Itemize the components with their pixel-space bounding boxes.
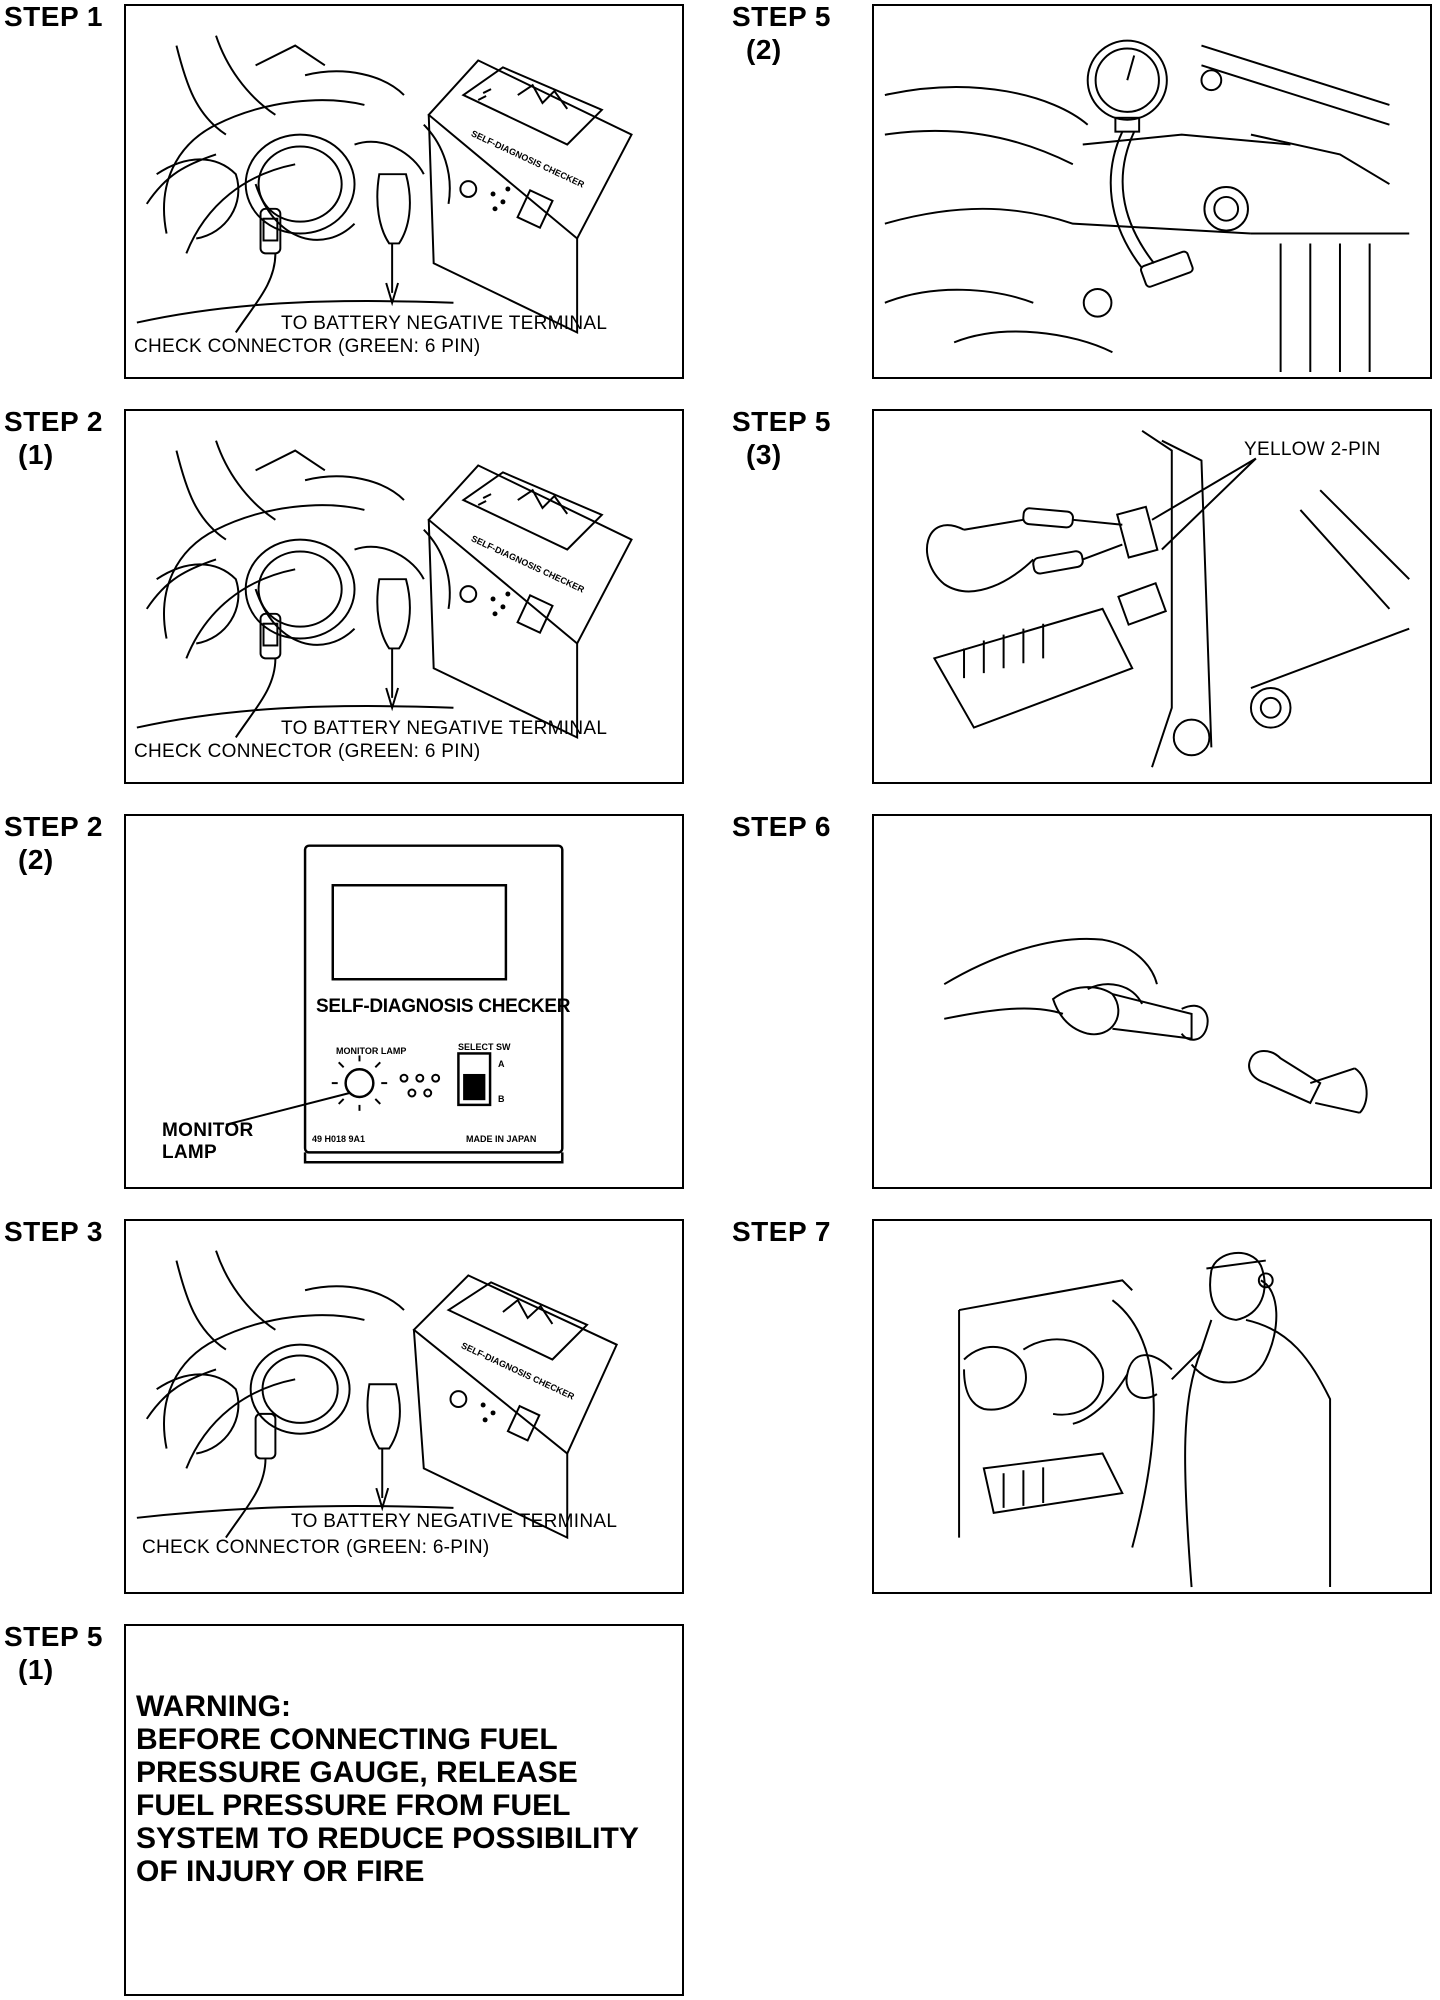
step-7-illustration bbox=[872, 1219, 1432, 1594]
warning-line: BEFORE CONNECTING FUEL bbox=[136, 1723, 558, 1756]
warning-line: FUEL PRESSURE FROM FUEL bbox=[136, 1789, 571, 1822]
made-in-label: MADE IN JAPAN bbox=[466, 1134, 537, 1144]
select-switch-label: SELECT SW bbox=[458, 1042, 511, 1052]
check-connector-callout: CHECK CONNECTOR (GREEN: 6-PIN) bbox=[142, 1537, 490, 1558]
step-2-2-illustration: SELF-DIAGNOSIS CHECKER MONITOR LAMP SELE… bbox=[124, 814, 684, 1189]
warning-line: SYSTEM TO REDUCE POSSIBILITY bbox=[136, 1822, 639, 1855]
step-5-3-illustration: YELLOW 2-PIN bbox=[872, 409, 1432, 784]
battery-terminal-callout: TO BATTERY NEGATIVE TERMINAL bbox=[291, 1511, 618, 1532]
battery-terminal-callout: TO BATTERY NEGATIVE TERMINAL bbox=[281, 313, 608, 334]
step-5-1-warning-panel: WARNING: BEFORE CONNECTING FUEL PRESSURE… bbox=[124, 1624, 684, 1996]
step-2-1-label: STEP 2(1) bbox=[4, 406, 103, 470]
step-6-label: STEP 6 bbox=[732, 811, 831, 842]
step-5-1-label: STEP 5(1) bbox=[4, 1621, 103, 1685]
hand-disconnecting-connector-drawing bbox=[943, 937, 1368, 1114]
step-2-2-label: STEP 2(2) bbox=[4, 811, 103, 875]
monitor-lamp-callout-1: MONITOR bbox=[162, 1120, 254, 1141]
step-1-illustration: SELF-DIAGNOSIS CHECKER TO BATTERY NEGATI… bbox=[124, 4, 684, 379]
yellow-pin-callout: YELLOW 2-PIN bbox=[1244, 439, 1381, 460]
checker-title: SELF-DIAGNOSIS CHECKER bbox=[316, 996, 571, 1017]
check-connector-callout: CHECK CONNECTOR (GREEN: 6 PIN) bbox=[134, 336, 481, 357]
step-1-label: STEP 1 bbox=[4, 1, 103, 32]
monitor-lamp-callout-2: LAMP bbox=[162, 1142, 218, 1163]
warning-line: OF INJURY OR FIRE bbox=[136, 1855, 425, 1888]
battery-terminal-callout: TO BATTERY NEGATIVE TERMINAL bbox=[281, 718, 608, 739]
engine-bay-checker-drawing bbox=[136, 1250, 619, 1540]
mechanic-stethoscope-drawing bbox=[958, 1251, 1332, 1588]
warning-text: WARNING: BEFORE CONNECTING FUEL PRESSURE… bbox=[136, 1690, 639, 1888]
step-3-label: STEP 3 bbox=[4, 1216, 103, 1247]
step-2-1-illustration: SELF-DIAGNOSIS CHECKER TO BATTERY NEGATI… bbox=[124, 409, 684, 784]
warning-line: PRESSURE GAUGE, RELEASE bbox=[136, 1756, 578, 1789]
step-6-illustration bbox=[872, 814, 1432, 1189]
yellow-connector-jumper-drawing bbox=[926, 429, 1410, 768]
engine-bay-checker-drawing bbox=[136, 440, 633, 740]
switch-a-label: A bbox=[498, 1059, 505, 1069]
check-connector-callout: CHECK CONNECTOR (GREEN: 6 PIN) bbox=[134, 741, 481, 762]
step-5-2-illustration bbox=[872, 4, 1432, 379]
step-5-3-label: STEP 5(3) bbox=[732, 406, 831, 470]
step-7-label: STEP 7 bbox=[732, 1216, 831, 1247]
monitor-lamp-label: MONITOR LAMP bbox=[336, 1046, 407, 1056]
step-5-2-label: STEP 5(2) bbox=[732, 1, 831, 65]
part-number: 49 H018 9A1 bbox=[312, 1134, 366, 1144]
step-3-illustration: SELF-DIAGNOSIS CHECKER TO BATTERY NEGATI… bbox=[124, 1219, 684, 1594]
switch-b-label: B bbox=[498, 1094, 505, 1104]
warning-heading: WARNING: bbox=[136, 1690, 291, 1723]
self-diagnosis-checker-drawing bbox=[225, 844, 564, 1164]
engine-bay-checker-drawing bbox=[136, 35, 633, 335]
fuel-pressure-gauge-drawing bbox=[884, 39, 1410, 373]
